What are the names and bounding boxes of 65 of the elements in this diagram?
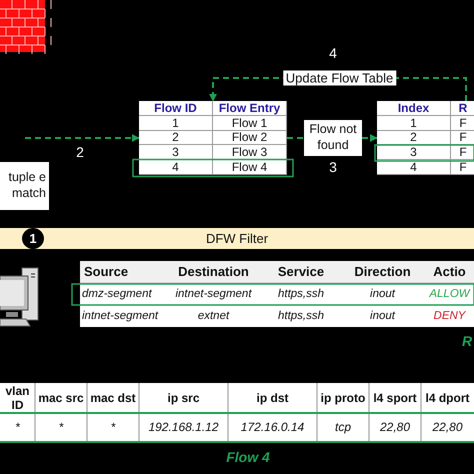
table-cell-text: ALLOW — [428, 287, 472, 302]
table-cell-text: 22,80 — [378, 418, 412, 436]
column-header: Source — [84, 262, 130, 281]
filter-band — [0, 228, 474, 249]
table-cell-text: inout — [369, 309, 396, 324]
table-cell: 3 — [377, 145, 451, 160]
column-header: Actio — [432, 262, 467, 281]
table-cell-text: https,ssh — [276, 309, 326, 324]
table-caption: Flow 4 — [225, 449, 271, 467]
table-cell-text: intnet-segment — [82, 309, 160, 324]
table-cell-text: 172.16.0.14 — [240, 418, 306, 436]
table-cell-text: extnet — [196, 309, 230, 324]
column-header: ip src — [166, 390, 200, 407]
table-cell-text: * — [110, 418, 116, 436]
table-cell-text: * — [14, 418, 21, 436]
dashed-arrow — [362, 134, 378, 142]
column-header: l4 dport — [424, 390, 470, 407]
column-header: l4 sport — [372, 390, 418, 407]
table-cell-text: inout — [369, 287, 396, 302]
column-header: mac dst — [89, 390, 137, 407]
table-cell: 2 — [139, 130, 213, 146]
table-cell: F — [451, 145, 474, 160]
column-header: Service — [276, 262, 326, 281]
table-cell-text: https,ssh — [276, 287, 326, 302]
table-cell-text: * — [58, 418, 64, 436]
table-cell-text: dmz-segment — [82, 287, 153, 302]
table-cell-text: DENY — [432, 309, 467, 324]
table-cell: Flow 4 — [213, 160, 287, 175]
step-number: 2 — [75, 145, 85, 161]
column-header: R — [451, 101, 474, 116]
column-header: ip dst — [256, 390, 290, 407]
column-header: Index — [377, 101, 451, 116]
table-cell-text: 22,80 — [431, 418, 464, 436]
column-header: Destination — [177, 262, 250, 281]
table-cell-text: tcp — [334, 418, 352, 436]
table-cell: 4 — [139, 160, 213, 175]
column-header: Direction — [353, 262, 412, 281]
dashed-arrow — [25, 134, 140, 142]
table-cell: Flow 2 — [213, 130, 287, 146]
step-number: 4 — [328, 46, 338, 62]
table-cell: 4 — [377, 160, 451, 175]
table-cell: 2 — [377, 130, 451, 146]
edge-label: Update Flow Table — [282, 70, 396, 86]
column-header: ip proto — [320, 390, 366, 407]
table-cell-text: 192.168.1.12 — [147, 418, 220, 436]
column-header: vlan ID — [4, 384, 30, 413]
table-cell: Flow 1 — [213, 116, 287, 131]
table — [377, 101, 474, 175]
step-number: 3 — [328, 160, 338, 176]
table-cell: 3 — [139, 145, 213, 160]
column-header: Flow Entry — [213, 101, 287, 116]
table-cell: 1 — [139, 116, 213, 131]
table-cell-text: intnet-segment — [174, 287, 253, 302]
table-cell: Flow 3 — [213, 145, 287, 160]
table-caption: R — [460, 334, 474, 350]
table-cell: 1 — [377, 116, 451, 131]
column-header: Flow ID — [139, 101, 213, 116]
column-header: mac src — [37, 390, 85, 407]
table-cell: F — [451, 160, 474, 175]
text-box: tuple e match — [0, 162, 49, 210]
text-box: Flow not found — [304, 120, 362, 156]
band-title: DFW Filter — [206, 231, 268, 246]
table-cell: F — [451, 116, 474, 131]
table-cell: F — [451, 130, 474, 146]
table — [139, 101, 287, 175]
